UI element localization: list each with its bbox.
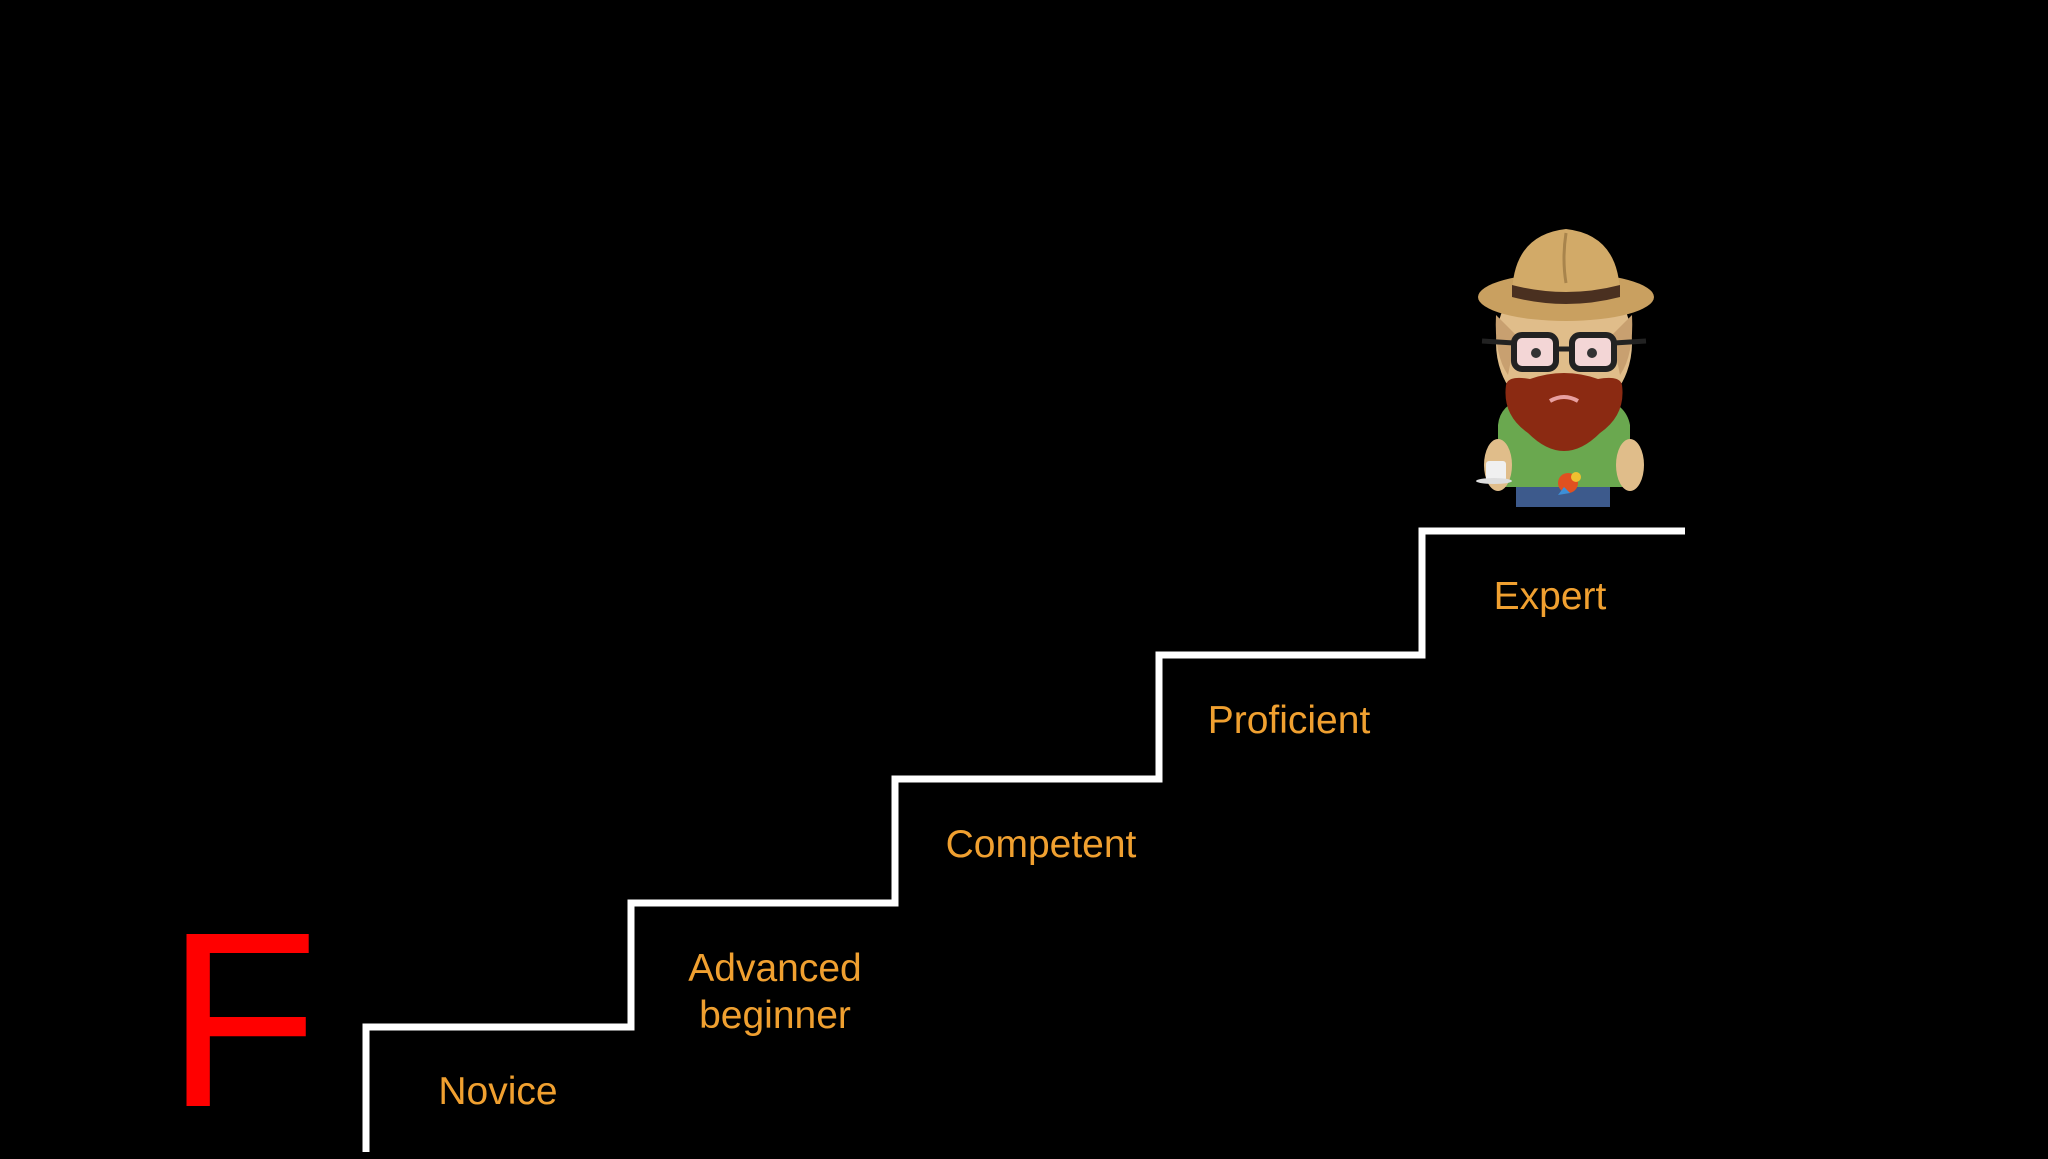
grade-letter: F	[166, 880, 319, 1159]
step-label-advanced-beginner: Advanced beginner	[688, 947, 862, 1037]
step-label-novice: Novice	[438, 1070, 558, 1113]
bearded-developer-with-hat-icon	[1476, 229, 1654, 507]
step-label-competent: Competent	[945, 823, 1137, 866]
step-label-proficient: Proficient	[1207, 699, 1371, 742]
staircase-line	[362, 527, 1685, 1152]
step-label-expert: Expert	[1493, 575, 1607, 618]
